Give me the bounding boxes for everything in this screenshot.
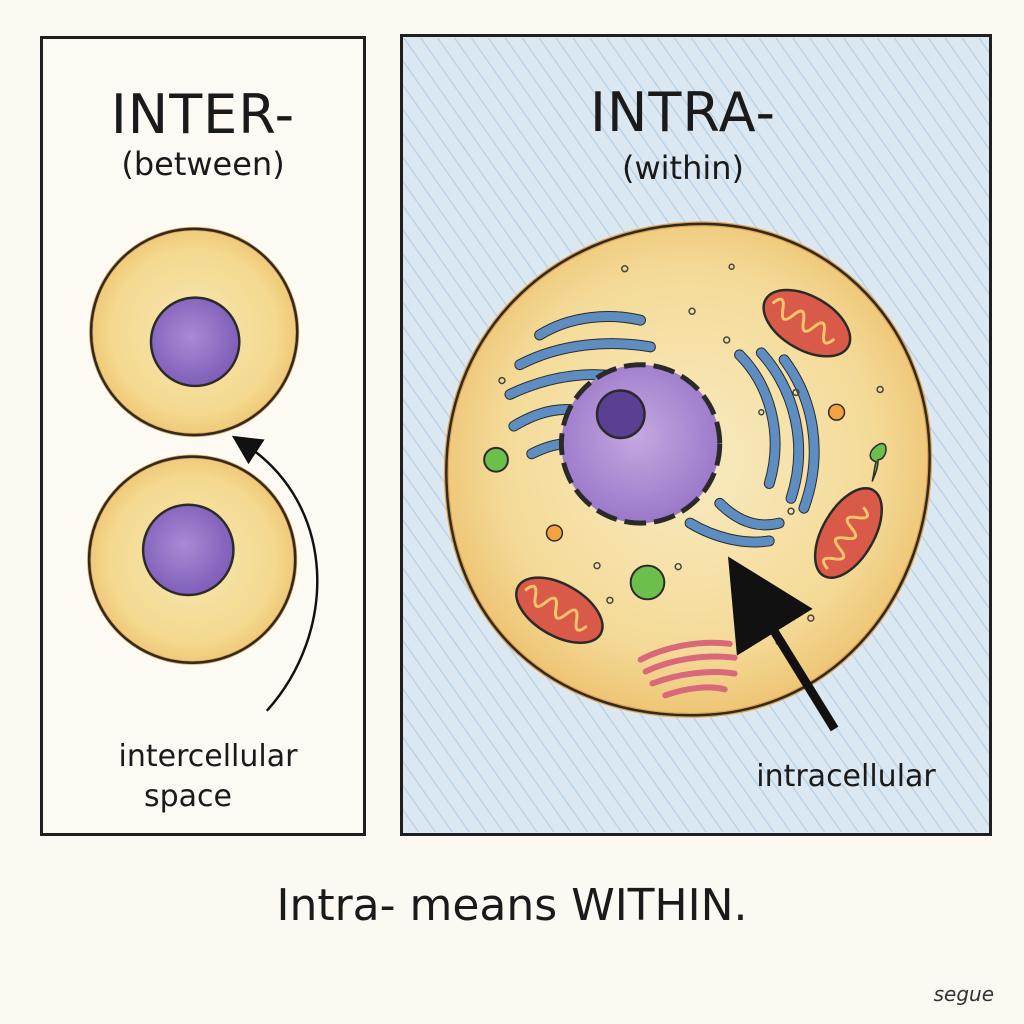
golgi-apparatus xyxy=(637,639,738,699)
signature: segue xyxy=(933,982,994,1006)
nucleus xyxy=(558,362,723,526)
intercellular-label-line2: space xyxy=(143,779,232,814)
nucleolus xyxy=(595,389,646,440)
inter-meaning-heading: (between) xyxy=(121,145,285,183)
arrow-intercellular xyxy=(231,435,319,712)
intra-prefix-heading: INTRA- xyxy=(590,81,776,144)
green-vesicle-left xyxy=(483,446,509,473)
arrow-intracellular xyxy=(728,556,839,732)
cell-bottom xyxy=(87,454,298,665)
intra-cell-illustration xyxy=(403,38,989,832)
caption: Intra- means WITHIN. xyxy=(276,880,748,931)
intra-panel: INTRA- (within) intracellular xyxy=(400,34,992,836)
nucleus-bottom xyxy=(141,503,235,597)
inter-prefix-heading: INTER- xyxy=(110,83,296,146)
intercellular-label-line1: intercellular xyxy=(118,739,298,774)
green-droplet xyxy=(869,442,887,482)
orange-vesicle-left xyxy=(545,524,564,542)
intra-meaning-heading: (within) xyxy=(621,149,745,187)
mitochondrion-right xyxy=(813,487,883,579)
intracellular-label: intracellular xyxy=(756,759,936,794)
mitochondrion-top-right xyxy=(762,288,852,358)
mitochondrion-bottom-left xyxy=(515,576,604,645)
inter-cells-illustration xyxy=(87,226,319,712)
cell-top xyxy=(89,226,300,437)
endoplasmic-reticulum-right xyxy=(684,347,820,548)
nucleus-top xyxy=(149,296,241,388)
green-vesicle-center xyxy=(629,564,666,601)
inter-panel: INTER- (between) intercellular space xyxy=(40,36,366,836)
orange-vesicle-right xyxy=(827,403,846,421)
intercellular-label: intercellular space xyxy=(63,737,353,817)
